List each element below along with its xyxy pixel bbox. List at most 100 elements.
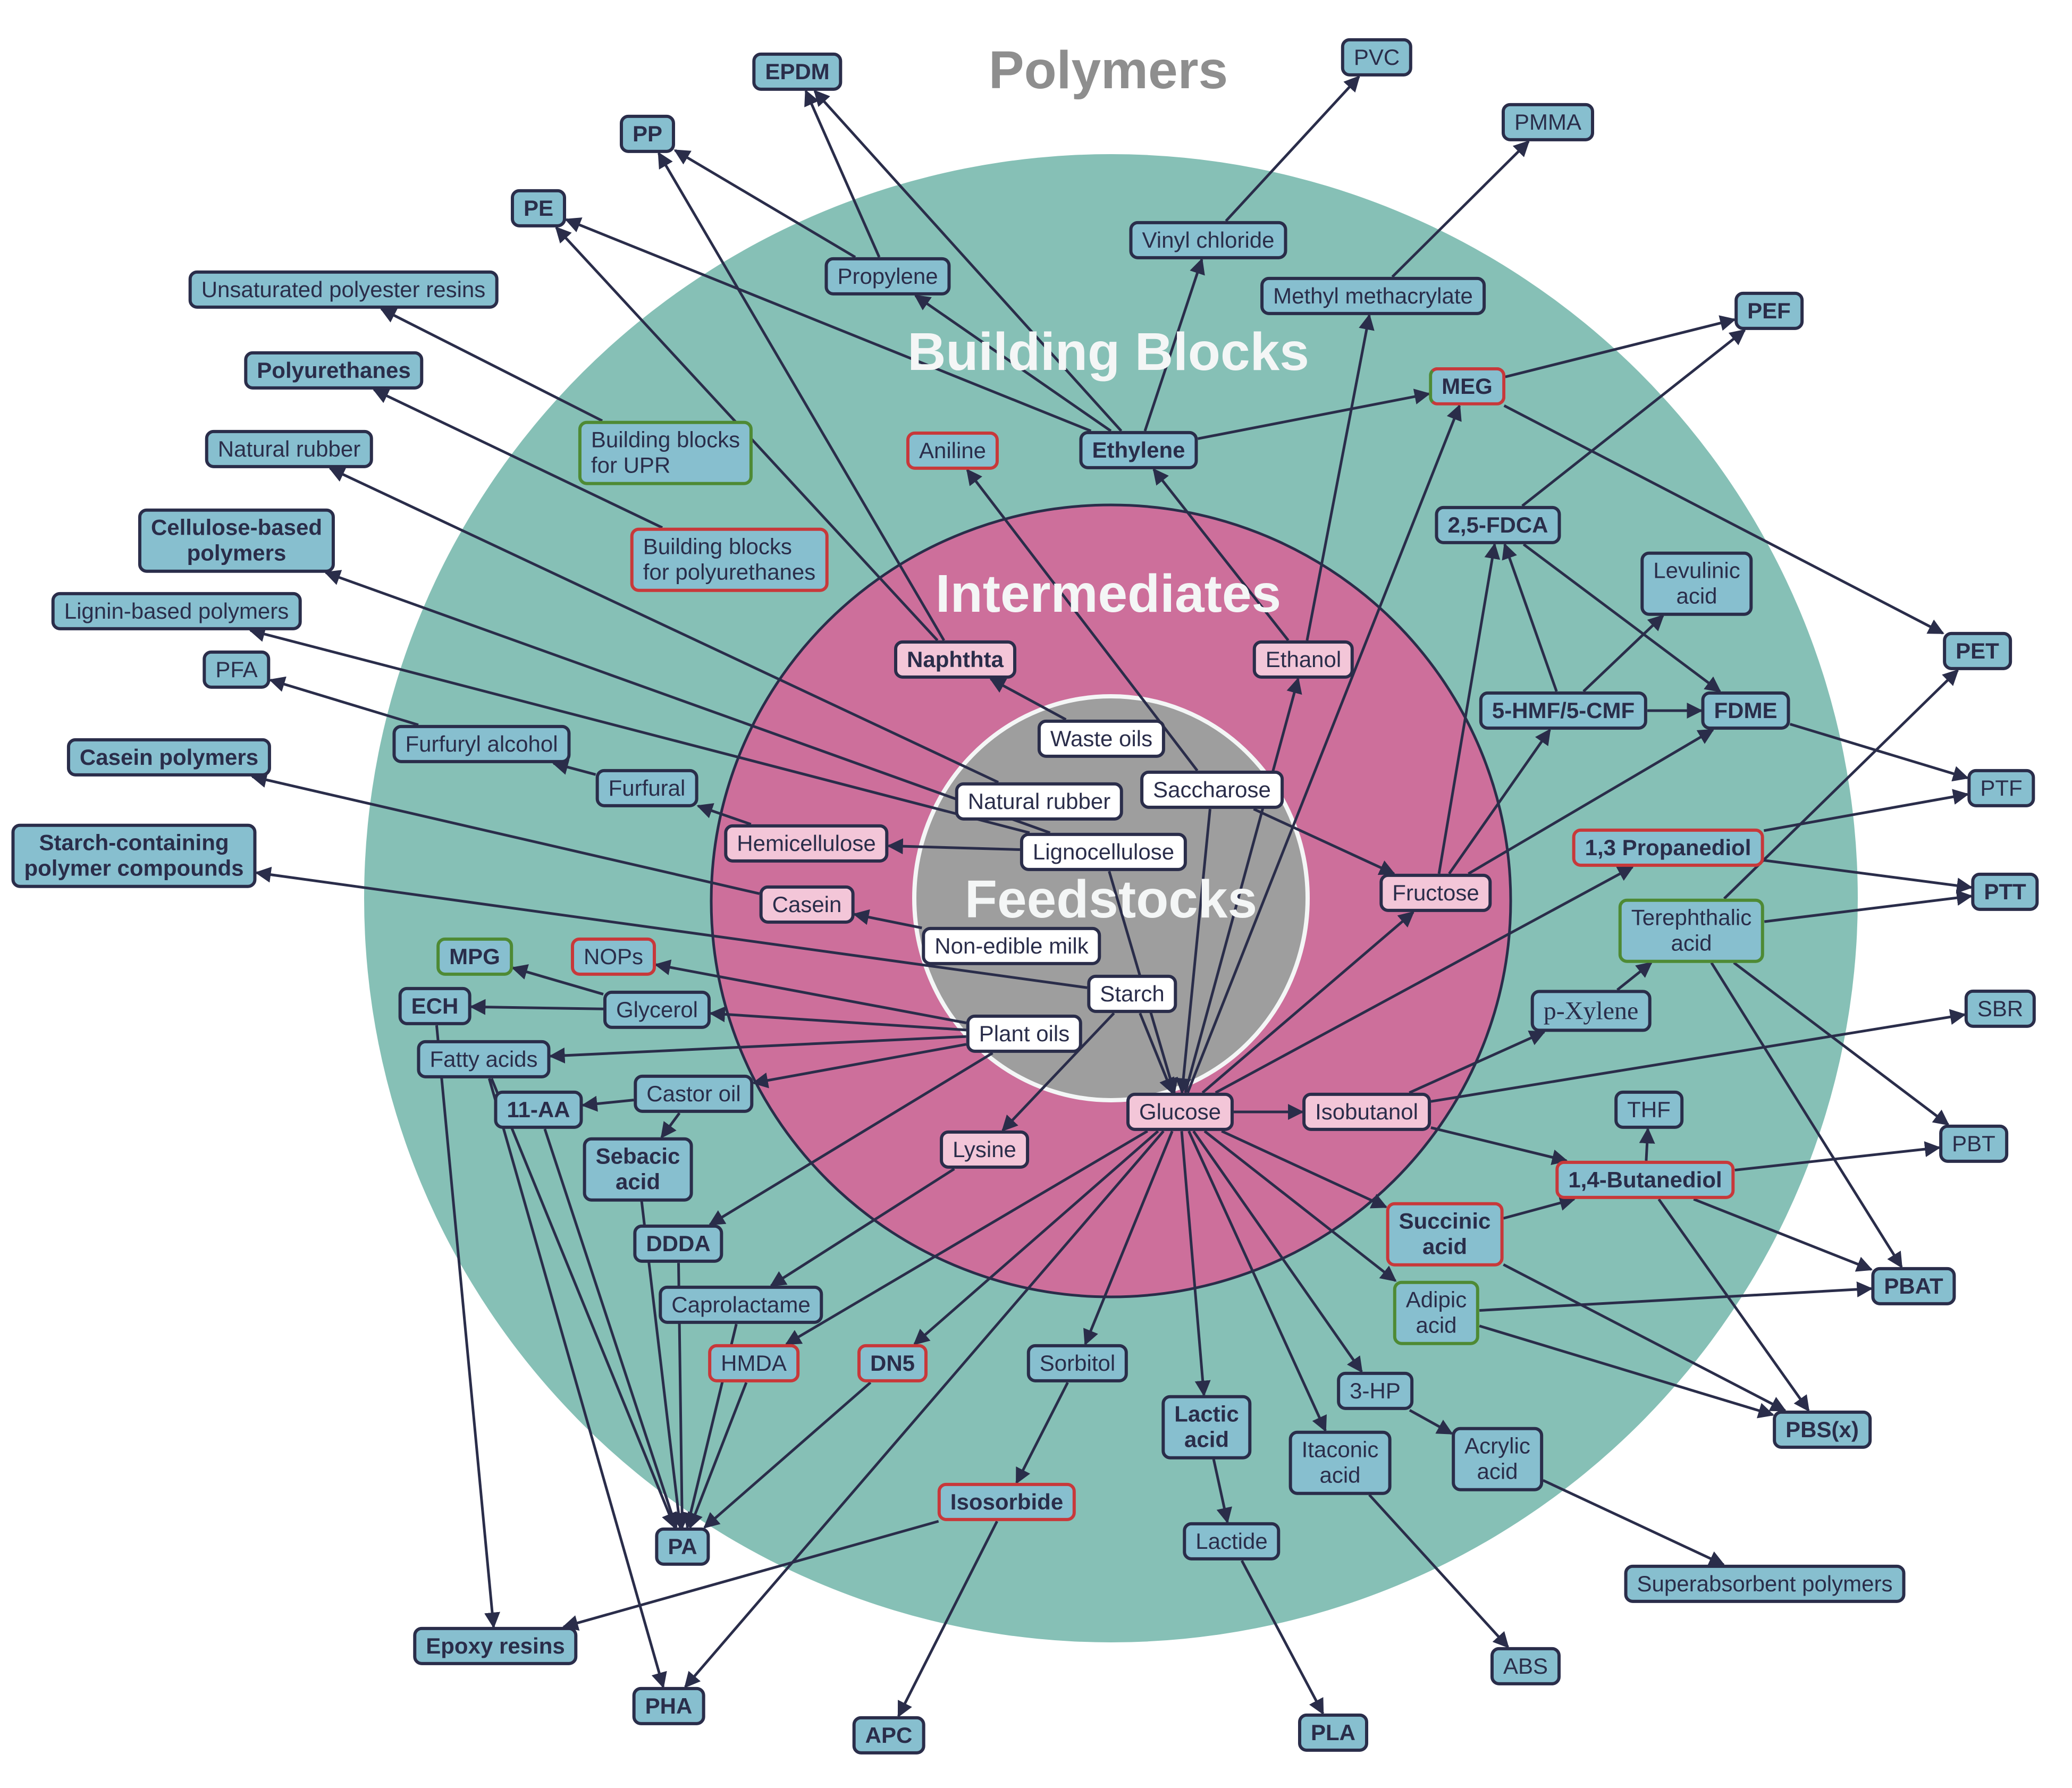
edge-ech-to-epoxy bbox=[435, 1025, 500, 1629]
edge-glucose-to-adipic bbox=[1203, 1130, 1397, 1282]
node-sebacic: Sebacic acid bbox=[583, 1137, 693, 1202]
node-tpa: Terephthalic acid bbox=[1618, 898, 1765, 963]
edge-ethylene-to-vinyl bbox=[1143, 258, 1205, 432]
node-fatty: Fatty acids bbox=[417, 1040, 551, 1079]
edge-plant-oils-to-castor bbox=[752, 1043, 967, 1089]
edge-starch-to-starch-p bbox=[255, 866, 1088, 989]
node-hp3: 3-HP bbox=[1337, 1371, 1413, 1411]
edge-adipic-to-pbs bbox=[1479, 1325, 1775, 1419]
node-mpg: MPG bbox=[436, 937, 513, 976]
node-upr: Unsaturated polyester resins bbox=[188, 270, 499, 309]
edge-succinic-to-pbs bbox=[1503, 1263, 1787, 1412]
node-ethanol: Ethanol bbox=[1252, 640, 1354, 679]
node-castor: Castor oil bbox=[634, 1074, 754, 1114]
node-pef: PEF bbox=[1734, 291, 1804, 331]
edge-fatty-to-pha bbox=[487, 1078, 667, 1689]
node-pu: Polyurethanes bbox=[244, 351, 424, 390]
edge-isosorbide-to-apc bbox=[897, 1521, 998, 1718]
edge-hemicellulose-to-furfural bbox=[696, 803, 752, 826]
polymers-ring-title: Polymers bbox=[988, 40, 1228, 100]
node-starch-p: Starch-containing polymer compounds bbox=[11, 823, 257, 888]
edge-glucose-to-dn5 bbox=[913, 1130, 1159, 1345]
edge-meg-to-pef bbox=[1505, 315, 1737, 378]
edge-propylene-to-pp bbox=[673, 149, 856, 259]
node-vinyl: Vinyl chloride bbox=[1129, 221, 1287, 260]
edge-natrubber-f-to-natrubber-p bbox=[329, 467, 999, 784]
edge-itaconic-to-abs bbox=[1368, 1494, 1510, 1649]
edge-plant-oils-to-nops bbox=[654, 959, 967, 1024]
edge-casein-to-casein-p bbox=[250, 772, 760, 895]
node-lactide: Lactide bbox=[1183, 1522, 1281, 1561]
node-ethylene: Ethylene bbox=[1079, 431, 1198, 470]
node-dn5: DN5 bbox=[857, 1344, 928, 1383]
node-isobutanol: Isobutanol bbox=[1302, 1092, 1431, 1132]
node-epoxy: Epoxy resins bbox=[413, 1626, 578, 1666]
edge-tpa-to-pbt bbox=[1733, 962, 1950, 1126]
edge-glucose-to-hmda bbox=[785, 1129, 1148, 1346]
edge-bdo-to-pbat bbox=[1693, 1197, 1873, 1272]
edge-bdo-to-thf bbox=[1639, 1127, 1655, 1161]
edge-isosorbide-to-epoxy bbox=[562, 1520, 939, 1631]
edge-ethylene-to-propylene bbox=[914, 294, 1112, 432]
edge-meg-to-pet bbox=[1503, 404, 1944, 635]
node-thf: THF bbox=[1614, 1090, 1683, 1129]
node-ddda: DDDA bbox=[633, 1224, 723, 1263]
edge-lignocellulose-to-hemicellulose bbox=[887, 838, 1020, 855]
node-abs: ABS bbox=[1490, 1647, 1561, 1686]
edge-tpa-to-ptt bbox=[1764, 890, 1973, 923]
edge-sorbitol-to-isosorbide bbox=[1015, 1382, 1069, 1485]
node-furfural: Furfural bbox=[595, 769, 698, 808]
intermediates-ring-title: Intermediates bbox=[935, 564, 1282, 623]
edge-glucose-to-itaconic bbox=[1187, 1131, 1327, 1432]
node-propylene: Propylene bbox=[824, 257, 951, 296]
node-levulinic: Levulinic acid bbox=[1640, 551, 1753, 616]
feedstocks-ring-title: Feedstocks bbox=[964, 870, 1258, 929]
node-hemicellulose: Hemicellulose bbox=[724, 824, 889, 863]
node-furfuryl: Furfuryl alcohol bbox=[392, 724, 571, 764]
node-isosorbide: Isosorbide bbox=[937, 1482, 1076, 1522]
edge-isobutanol-to-pxylene bbox=[1409, 1031, 1546, 1094]
edge-bb-upr-to-upr bbox=[380, 307, 603, 422]
edge-glucose-to-hp3 bbox=[1192, 1130, 1363, 1373]
edge-castor-to-aa11 bbox=[581, 1095, 634, 1112]
edge-plant-oils-to-ddda bbox=[709, 1052, 993, 1226]
node-fdca: 2,5-FDCA bbox=[1435, 505, 1561, 545]
edge-bdo-to-pbs bbox=[1657, 1198, 1810, 1412]
edge-vinyl-to-pvc bbox=[1225, 75, 1360, 222]
node-aa11: 11-AA bbox=[494, 1090, 583, 1129]
edge-starch-to-lysine bbox=[1001, 1012, 1115, 1132]
edge-furfuryl-to-pfa bbox=[268, 676, 419, 727]
node-pdo: 1,3 Propanediol bbox=[1572, 828, 1764, 867]
node-aniline: Aniline bbox=[906, 431, 999, 470]
node-starch: Starch bbox=[1087, 974, 1177, 1014]
edge-waste-oils-to-naphtha bbox=[989, 677, 1067, 721]
node-caprolactame: Caprolactame bbox=[659, 1285, 823, 1325]
node-natrubber-f: Natural rubber bbox=[955, 782, 1124, 821]
node-lactic: Lactic acid bbox=[1161, 1395, 1252, 1460]
edge-pdo-to-ptf bbox=[1763, 789, 1969, 832]
node-apc: APC bbox=[852, 1716, 925, 1755]
node-itaconic: Itaconic acid bbox=[1288, 1430, 1392, 1495]
edges-layer bbox=[249, 75, 1973, 1718]
node-glucose: Glucose bbox=[1126, 1092, 1234, 1132]
node-bb-upr: Building blocks for UPR bbox=[578, 420, 753, 485]
node-glycerol: Glycerol bbox=[603, 990, 711, 1030]
edge-bdo-to-pbt bbox=[1734, 1141, 1941, 1171]
node-epdm: EPDM bbox=[752, 52, 843, 91]
edge-tpa-to-pbat bbox=[1710, 962, 1903, 1269]
edge-lactic-to-lactide bbox=[1212, 1458, 1232, 1524]
node-mma: Methyl methacrylate bbox=[1260, 276, 1486, 316]
edge-fdme-to-ptf bbox=[1789, 722, 1969, 782]
edge-glucose-to-fructose bbox=[1201, 911, 1415, 1094]
edge-glycerol-to-mpg bbox=[511, 964, 604, 996]
edge-glucose-to-pdo bbox=[1215, 865, 1634, 1094]
edge-pdo-to-ptt bbox=[1764, 859, 1973, 894]
edge-hmda-to-pa bbox=[687, 1382, 748, 1529]
node-natrubber-p: Natural rubber bbox=[205, 429, 374, 469]
edge-ethylene-to-pe bbox=[565, 217, 1092, 433]
node-fructose: Fructose bbox=[1379, 873, 1492, 913]
node-casein-p: Casein polymers bbox=[66, 738, 272, 777]
edge-naphtha-to-pp bbox=[658, 151, 945, 642]
edge-glucose-to-meg bbox=[1186, 404, 1462, 1093]
node-acrylic: Acrylic acid bbox=[1452, 1427, 1543, 1491]
